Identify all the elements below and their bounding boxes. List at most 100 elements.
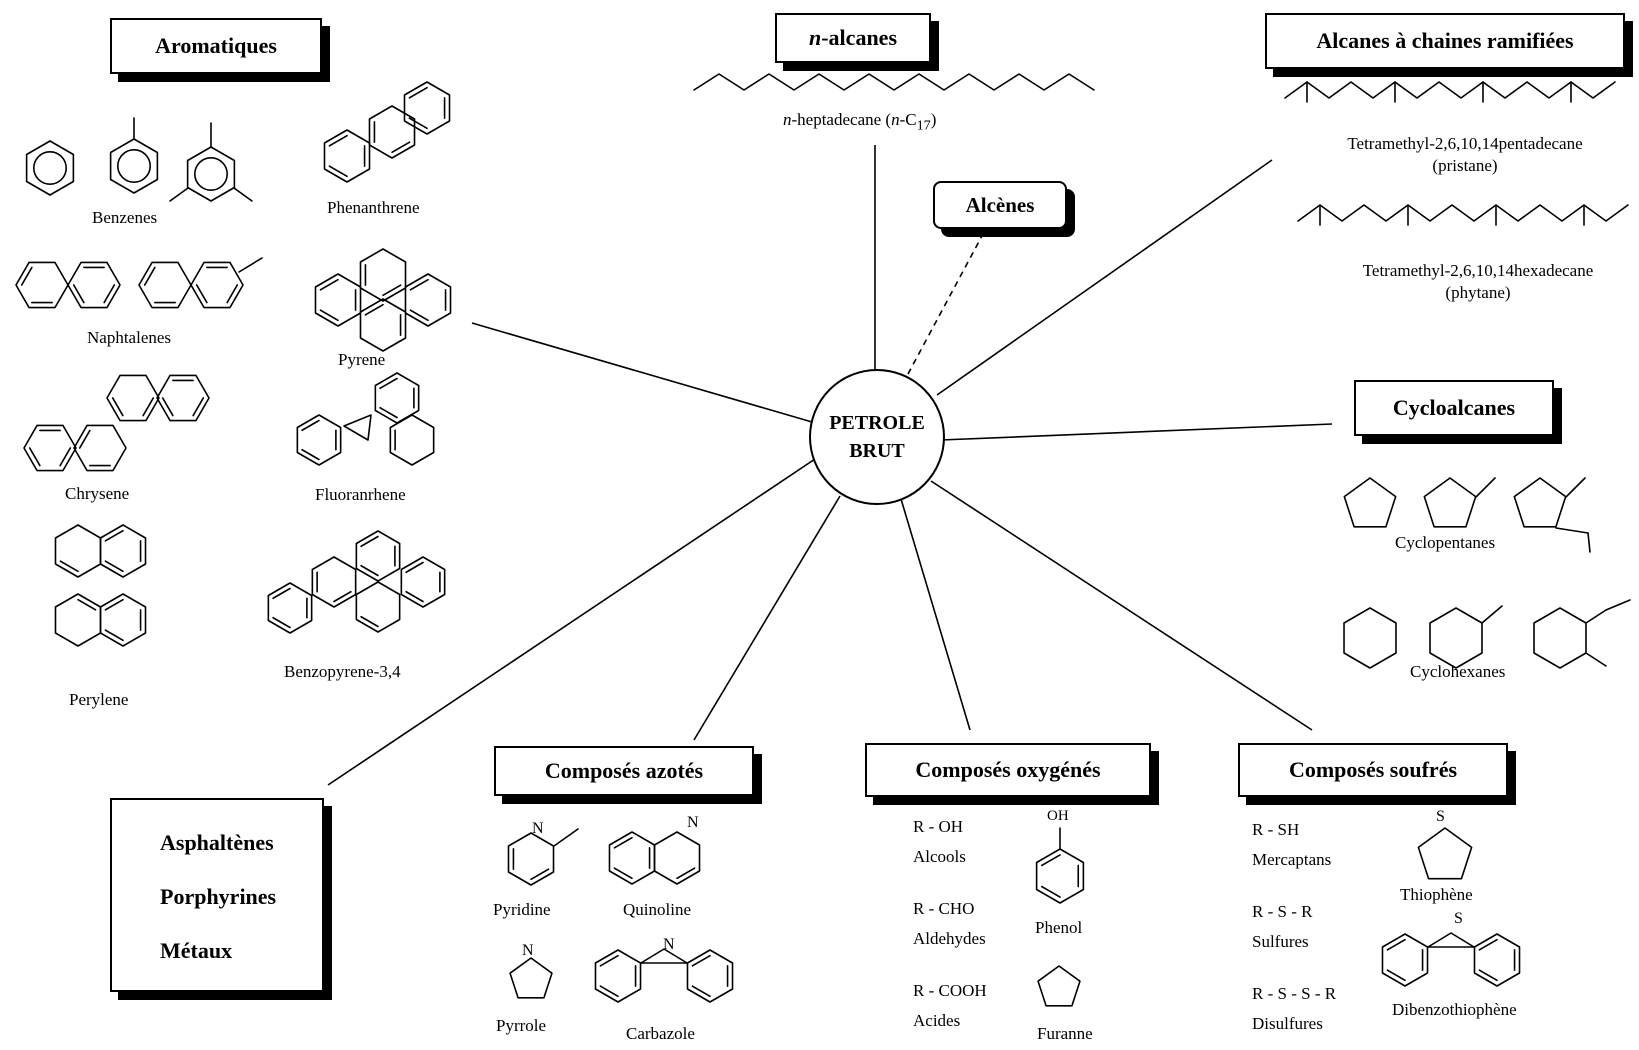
label-cyclohexanes: Cyclohexanes (1410, 662, 1506, 681)
category-label: Composés azotés (544, 758, 704, 783)
phenol-ring-double-bond (1040, 885, 1061, 898)
group-r-oh: R - OH (913, 817, 964, 836)
chrysene-ring-a-double-bond (59, 447, 72, 467)
benzopyrene-ring-d (400, 556, 446, 608)
methylnaphthalene-ring-b (190, 261, 244, 309)
dibenzothiophene-ring-a-double-bond (1386, 969, 1406, 982)
category-label: Cycloalcanes (1392, 395, 1516, 420)
phenol-ring (1035, 848, 1085, 904)
category-alcanes-ramifies: Alcanes à chaines ramifiées (1265, 13, 1625, 69)
naphthalene-ring-a (15, 261, 69, 309)
pristane-chain (1284, 81, 1616, 99)
fluoranthene-five-ring (343, 414, 372, 441)
ethyl-bond (1587, 532, 1591, 553)
carbazole-ring-a-double-bond (599, 985, 619, 998)
atom-n-pyridine: N (532, 820, 544, 837)
chrysene-ring-a (23, 424, 77, 472)
oxygen-functional-groups: R - OH Alcools R - CHO Aldehydes R - COO… (913, 812, 987, 1036)
dibenzothiophene-ring-b-double-bond (1478, 938, 1498, 951)
label-carbazole: Carbazole (626, 1024, 695, 1043)
connector-alcenes (907, 233, 984, 375)
chrysene-ring-b-double-bond (78, 429, 91, 449)
center-line-2: BRUT (849, 440, 905, 462)
quinoline-ring-a-double-bond (613, 867, 633, 880)
asphaltenes-label: Asphaltènes (160, 830, 274, 855)
phenanthrene-ring-a-double-bond (328, 165, 348, 178)
benzopyrene-ring-c-double-bond (360, 564, 379, 577)
chrysene-ring-a-double-bond (28, 447, 41, 467)
category-alcenes: Alcènes (933, 181, 1067, 229)
label-part: ) (930, 110, 937, 129)
dibenzothiophene-s-bridge (1427, 932, 1475, 948)
sulfur-functional-groups: R - SH Mercaptans R - S - R Sulfures R -… (1252, 815, 1336, 1039)
benzene-ring-ring (32, 151, 68, 186)
asphaltenes-box: Asphaltènes Porphyrines Métaux (110, 798, 324, 992)
pyrene-ring-a-double-bond (319, 309, 339, 322)
category-cycloalcanes: Cycloalcanes (1354, 380, 1554, 436)
mesitylene-ring-ring (194, 157, 229, 192)
dibenzothiophene-ring-b-double-bond (1478, 969, 1498, 982)
fluoranthene-ring-a (296, 414, 342, 466)
connector-cycloalcanes (940, 423, 1333, 441)
molecule-drawings (15, 73, 1631, 1007)
label-n-heptadecane: n-heptadecane (n-C17) (783, 110, 936, 134)
center-line-1: PETROLE (829, 412, 925, 434)
benzopyrene-ring-c-double-bond (360, 535, 379, 548)
porphyrines-label: Porphyrines (160, 884, 277, 909)
spacer (1252, 957, 1336, 979)
group-r-cho: R - CHO (913, 899, 975, 918)
perylene-ring-a-double-bond (59, 560, 79, 573)
carbazole-ring-a-double-bond (599, 954, 619, 967)
phenanthrene-ring-b-double-bond (391, 141, 411, 154)
category-label: Alcènes (965, 192, 1035, 217)
label-pyrrole: Pyrrole (496, 1016, 547, 1035)
phytane-chain (1297, 204, 1629, 222)
chrysene-ring-c (106, 374, 160, 422)
pyrene-ring-d-double-bond (409, 278, 429, 291)
label-quinoline: Quinoline (623, 900, 691, 919)
ethylmethylcyclopentane-ring (1513, 477, 1567, 528)
perylene-ring-d (99, 593, 147, 647)
pyrene-ring-a-double-bond (319, 278, 339, 291)
label-naphtalenes: Naphtalenes (87, 328, 172, 347)
methyl-bond (169, 187, 189, 202)
dibenzothiophene-ring-a-double-bond (1386, 938, 1406, 951)
label-phytane: Tetramethyl-2,6,10,14hexadecane(phytane) (1318, 260, 1638, 304)
category-label: -alcanes (821, 25, 897, 50)
pyrene-ring-d-double-bond (409, 309, 429, 322)
benzene-ring (25, 140, 75, 196)
methylnaphthalene-ring-a (138, 261, 192, 309)
chrysene-ring-c-double-bond (111, 397, 124, 417)
label-line: Tetramethyl-2,6,10,14pentadecane (1347, 134, 1583, 153)
perylene-ring-c (54, 593, 102, 647)
label-chrysene: Chrysene (65, 484, 130, 503)
chrysene-ring-d-double-bond (192, 397, 205, 417)
connector-lines (327, 145, 1333, 786)
carbazole-ring-b (686, 949, 734, 1003)
group-r-sh: R - SH (1252, 820, 1300, 839)
pyrene-ring-a (314, 273, 362, 327)
phenol-ring-double-bond (1040, 854, 1061, 867)
perylene-ring-b (99, 524, 147, 578)
label-cyclopentanes: Cyclopentanes (1395, 533, 1496, 552)
label-line: (pristane) (1432, 156, 1498, 175)
benzopyrene-ring-c (355, 530, 401, 582)
methylcyclopentane-ring (1423, 477, 1477, 528)
pyrene-ring-b (359, 248, 407, 302)
metaux-label: Métaux (160, 938, 233, 963)
benzopyrene-ring-d-double-bond (405, 590, 424, 603)
group-r-s-r: R - S - R (1252, 902, 1313, 921)
phenanthrene-ring-c-double-bond (408, 117, 428, 130)
spacer (1252, 875, 1336, 897)
quinoline-ring-b (653, 831, 701, 885)
methyl-bond (238, 257, 263, 273)
label-benzopyrene: Benzopyrene-3,4 (284, 662, 401, 681)
atom-s-thiophene: S (1436, 808, 1445, 825)
group-aldehydes: Aldehydes (913, 929, 986, 948)
benzopyrene-ring-d-double-bond (405, 561, 424, 574)
connector-azotes (693, 495, 841, 741)
label-benzenes: Benzenes (92, 208, 158, 227)
group-alcools: Alcools (913, 847, 966, 866)
methyl-bond (1475, 477, 1496, 498)
carbazole-ring-a (594, 949, 642, 1003)
